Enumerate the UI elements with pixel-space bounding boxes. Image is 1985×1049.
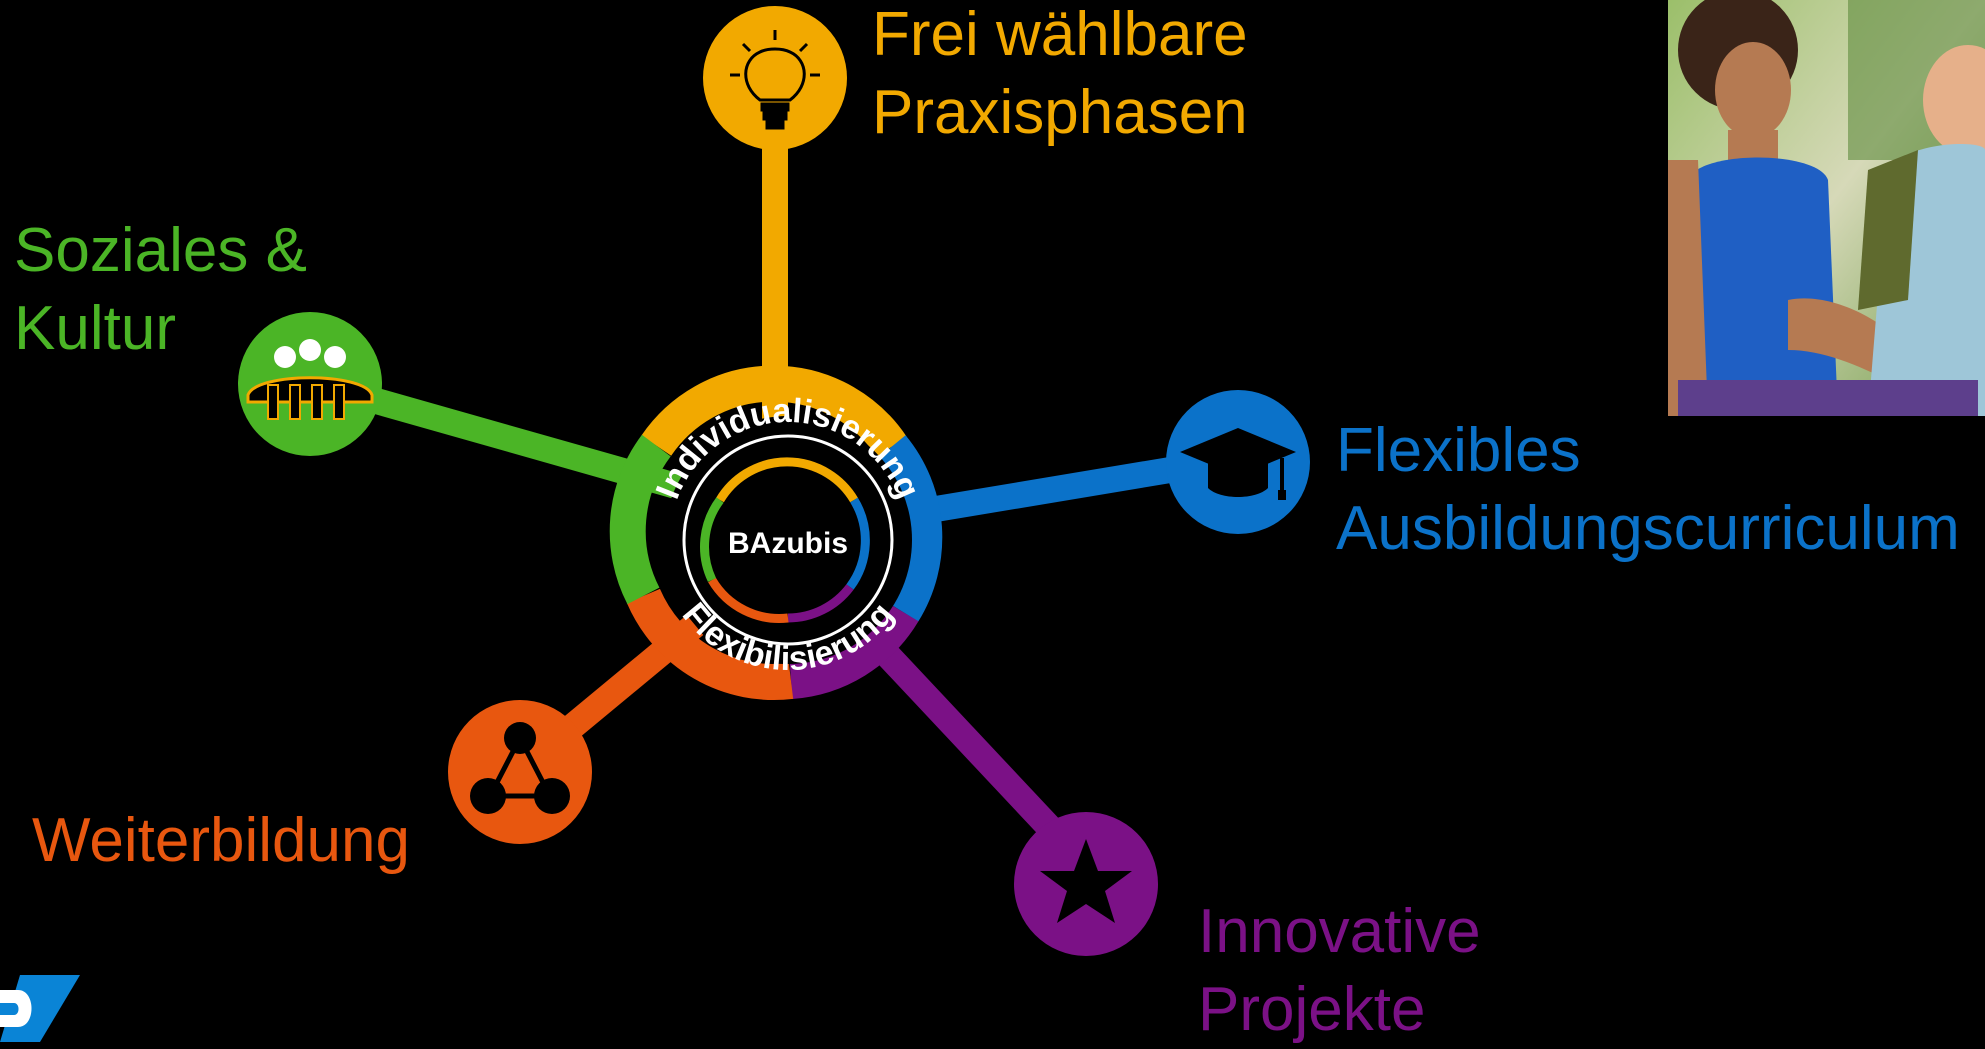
ring-segment-purple [789, 602, 919, 699]
ring-segment-green [609, 434, 671, 605]
logo-mark [0, 975, 80, 1042]
inner-ring [700, 457, 870, 623]
central-white-ring [682, 434, 894, 646]
label-weiterbildung-line1: Weiterbildung [32, 806, 410, 875]
label-soziales-line2: Kultur [14, 294, 176, 363]
label-soziales-line1: Soziales & [14, 216, 307, 285]
center-label: BAzubis [728, 527, 848, 560]
inner-segment-orange [708, 577, 789, 623]
ring-segment-yellow [641, 365, 907, 457]
label-projekte-line1: Innovative [1198, 897, 1481, 966]
lightbulb-icon [730, 30, 820, 130]
students-photo [1668, 0, 1985, 416]
label-curriculum-line1: Flexibles [1336, 416, 1581, 485]
network-icon [470, 722, 570, 814]
ring-segment-blue [877, 435, 943, 622]
node-curriculum [1166, 390, 1310, 534]
label-projekte-line2: Projekte [1198, 975, 1426, 1044]
central-ring [609, 365, 943, 701]
star-icon [1040, 839, 1132, 923]
inner-segment-purple [787, 584, 854, 623]
inner-segment-yellow [716, 457, 858, 503]
label-projekte: Innovative Projekte [1198, 893, 1481, 1049]
graduation-cap-icon [1180, 428, 1296, 500]
node-soziales [238, 312, 382, 456]
people-group-icon [246, 339, 374, 420]
label-weiterbildung: Weiterbildung [32, 802, 410, 880]
label-soziales: Soziales & Kultur [14, 212, 307, 368]
label-curriculum: Flexibles Ausbildungscurriculum [1336, 412, 1960, 568]
node-weiterbildung [448, 700, 592, 844]
node-praxis [703, 6, 847, 150]
label-praxis-line1: Frei wählbare [872, 0, 1248, 69]
label-praxis-line2: Praxisphasen [872, 78, 1248, 147]
inner-segment-green [700, 497, 724, 582]
node-projekte [1014, 812, 1158, 956]
label-curriculum-line2: Ausbildungscurriculum [1336, 494, 1960, 563]
label-praxis: Frei wählbare Praxisphasen [872, 0, 1248, 152]
ring-segment-orange [626, 588, 794, 701]
inner-segment-blue [846, 497, 870, 590]
